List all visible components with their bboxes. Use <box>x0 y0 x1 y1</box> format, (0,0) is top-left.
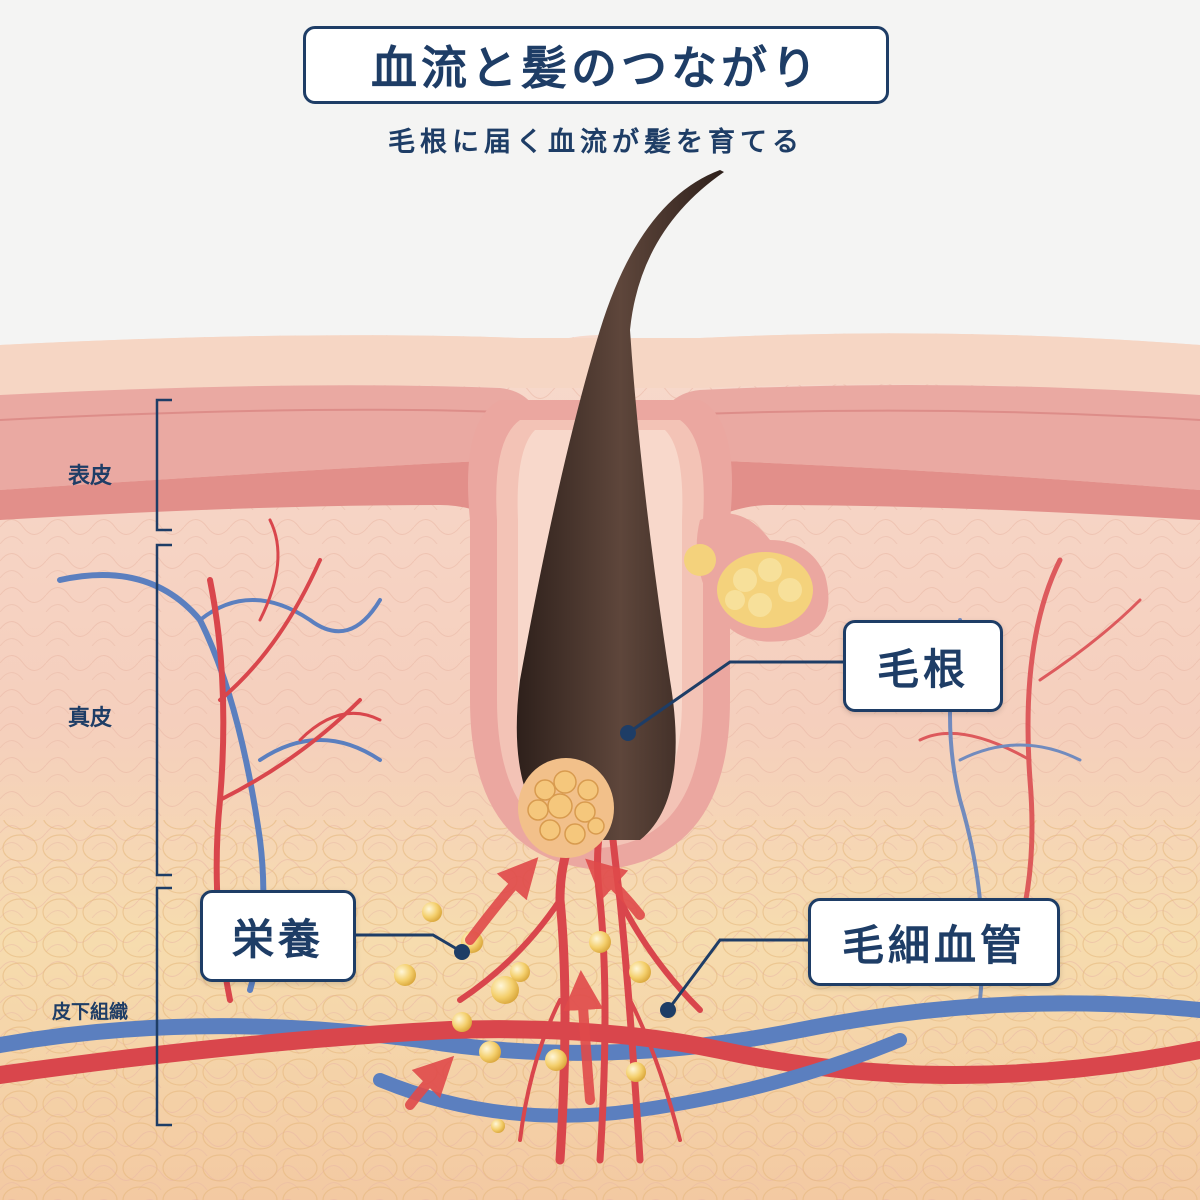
callout-capillary: 毛細血管 <box>808 898 1060 986</box>
layer-brackets <box>155 398 172 1127</box>
epidermis-layer <box>0 385 1200 520</box>
leader-lines <box>356 660 843 1011</box>
callout-hair-root: 毛根 <box>843 620 1003 712</box>
page-title: 血流と髪のつながり <box>303 26 889 104</box>
layer-label-epidermis: 表皮 <box>67 464 112 489</box>
leader-dots <box>454 725 676 1018</box>
layer-label-subcutaneous: 皮下組織 <box>51 1001 128 1023</box>
dermal-papilla <box>527 770 605 845</box>
page-subtitle: 毛根に届く血流が髪を育てる <box>388 127 804 158</box>
layer-label-dermis: 真皮 <box>67 706 112 731</box>
flow-arrows <box>405 857 645 1110</box>
sebaceous-gland <box>684 513 829 642</box>
callout-nutrition: 栄養 <box>200 890 356 982</box>
